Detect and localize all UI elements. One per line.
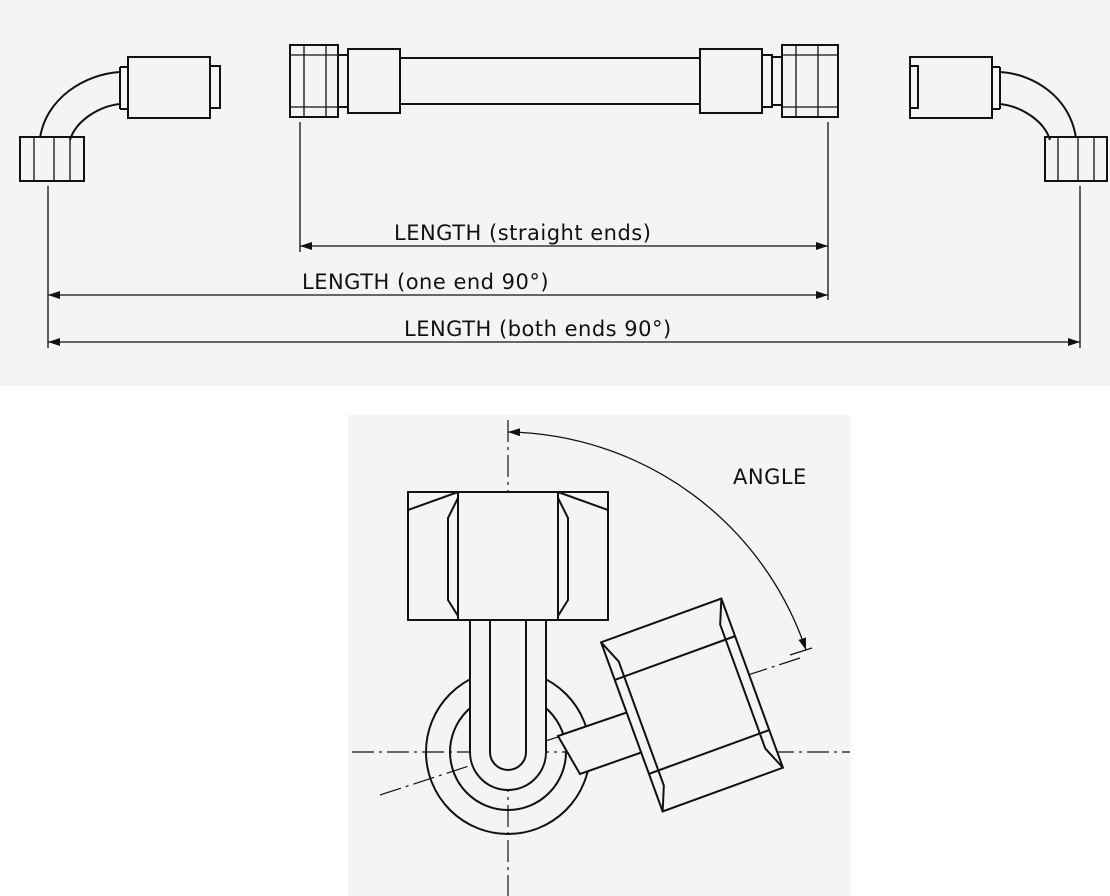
extension-lines (47, 122, 1081, 348)
angle-view-fitting (352, 420, 850, 896)
angled-hex-nut (599, 597, 785, 813)
angle-arc (507, 428, 807, 651)
top-hex-nut (407, 491, 609, 621)
top-panel-background (0, 0, 1110, 386)
label-length-one-end-90: LENGTH (one end 90°) (302, 270, 549, 294)
straight-hose-assembly (289, 44, 839, 118)
left-elbow-fitting (19, 56, 221, 182)
label-length-both-ends-90: LENGTH (both ends 90°) (404, 317, 672, 341)
label-angle: ANGLE (733, 465, 807, 489)
right-elbow-fitting (909, 56, 1108, 182)
label-length-straight-ends: LENGTH (straight ends) (394, 221, 651, 245)
